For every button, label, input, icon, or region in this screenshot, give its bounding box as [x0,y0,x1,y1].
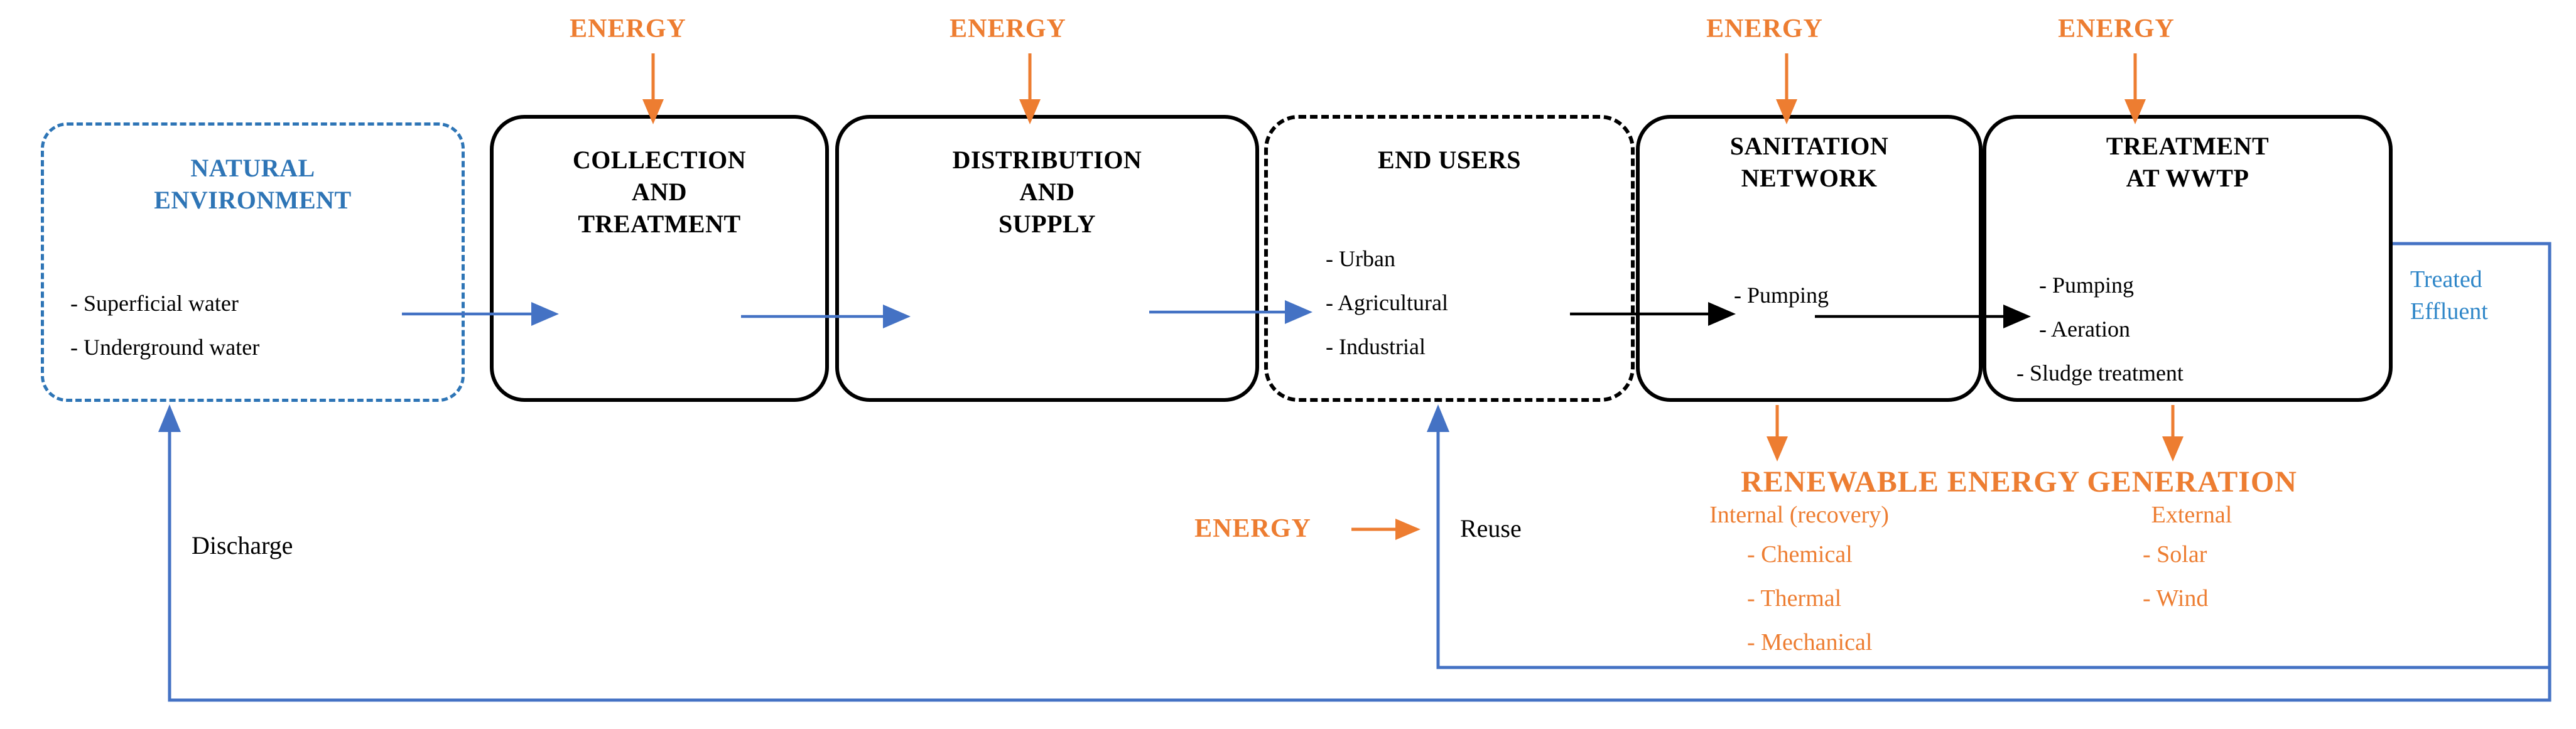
sanitation-title-line2: NETWORK [1741,164,1878,193]
natural-environment-items: - Superficial water - Underground water [70,281,259,369]
distribution-title-line3: SUPPLY [998,210,1096,239]
collection-title: COLLECTION AND TREATMENT [494,144,825,240]
end-users-items: - Urban - Agricultural - Industrial [1326,237,1448,369]
renewable-internal-header: Internal (recovery) [1709,502,1889,528]
discharge-label: Discharge [192,531,293,559]
wwtp-title: TREATMENT AT WWTP [1986,130,2389,194]
wwtp-items: - Pumping - Aeration - Sludge treatment [2016,263,2184,395]
box-treatment-at-wwtp: TREATMENT AT WWTP - Pumping - Aeration -… [1983,115,2393,402]
item-wwtp-aeration: - Aeration [2039,316,2130,342]
natural-environment-title-line2: ENVIRONMENT [154,186,352,215]
sanitation-items: - Pumping [1734,273,1829,317]
discharge-arrowhead-icon [158,404,181,432]
energy-arrow-wwtp-icon [2124,53,2146,124]
reuse-line [1436,412,2550,669]
item-underground-water: - Underground water [70,335,260,360]
energy-arrow-distribution-icon [1019,53,1041,124]
distribution-title-line1: DISTRIBUTION [952,146,1142,174]
reuse-arrowhead-icon [1427,404,1449,432]
renewable-external-header: External [2151,502,2232,528]
item-chemical: - Chemical [1747,541,1853,568]
energy-label-collection: ENERGY [570,14,686,43]
item-superficial-water: - Superficial water [70,291,239,316]
renewable-internal-items: - Chemical - Thermal - Mechanical [1747,532,1872,664]
renewable-arrow-from-wwtp-icon [2162,405,2184,462]
sanitation-title: SANITATION NETWORK [1640,130,1979,194]
item-solar: - Solar [2143,541,2207,568]
box-sanitation-network: SANITATION NETWORK - Pumping [1636,115,1983,402]
item-mechanical: - Mechanical [1747,629,1873,656]
energy-label-sanitation: ENERGY [1706,14,1823,43]
energy-label-wwtp: ENERGY [2058,14,2175,43]
item-wwtp-pumping: - Pumping [2039,273,2135,298]
wwtp-title-line1: TREATMENT [2106,132,2270,160]
box-collection-and-treatment: COLLECTION AND TREATMENT [490,115,829,402]
energy-label-distribution: ENERGY [950,14,1066,43]
collection-title-line2: AND [631,178,688,207]
item-wwtp-sludge-treatment: - Sludge treatment [2016,360,2184,386]
collection-title-line1: COLLECTION [572,146,747,174]
sanitation-title-line1: SANITATION [1729,132,1889,160]
renewable-energy-generation-title: RENEWABLE ENERGY GENERATION [1741,465,2297,499]
item-industrial: - Industrial [1326,334,1426,359]
natural-environment-title: NATURAL ENVIRONMENT [44,152,462,216]
energy-arrow-reuse-icon [1351,519,1421,540]
item-sanitation-pumping: - Pumping [1734,283,1829,308]
wwtp-title-line2: AT WWTP [2126,164,2249,193]
item-agricultural: - Agricultural [1326,290,1448,315]
natural-environment-title-line1: NATURAL [190,154,315,182]
reuse-label: Reuse [1460,514,1522,543]
end-users-title: END USERS [1378,146,1521,174]
renewable-external-items: - Solar - Wind [2143,532,2208,620]
renewable-arrow-from-sanitation-icon [1767,405,1788,462]
box-distribution-and-supply: DISTRIBUTION AND SUPPLY [835,115,1259,402]
item-urban: - Urban [1326,246,1395,271]
item-wind: - Wind [2143,585,2209,612]
energy-label-reuse: ENERGY [1194,514,1311,543]
item-thermal: - Thermal [1747,585,1842,612]
energy-arrow-collection-icon [642,53,664,124]
box-natural-environment: NATURAL ENVIRONMENT - Superficial water … [41,122,465,402]
distribution-title: DISTRIBUTION AND SUPPLY [839,144,1255,240]
energy-arrow-sanitation-icon [1776,53,1797,124]
treated-effluent-label: Treated Effluent [2410,266,2488,325]
collection-title-line3: TREATMENT [578,210,741,239]
box-end-users: END USERS - Urban - Agricultural - Indus… [1264,115,1635,402]
distribution-title-line2: AND [1019,178,1075,207]
